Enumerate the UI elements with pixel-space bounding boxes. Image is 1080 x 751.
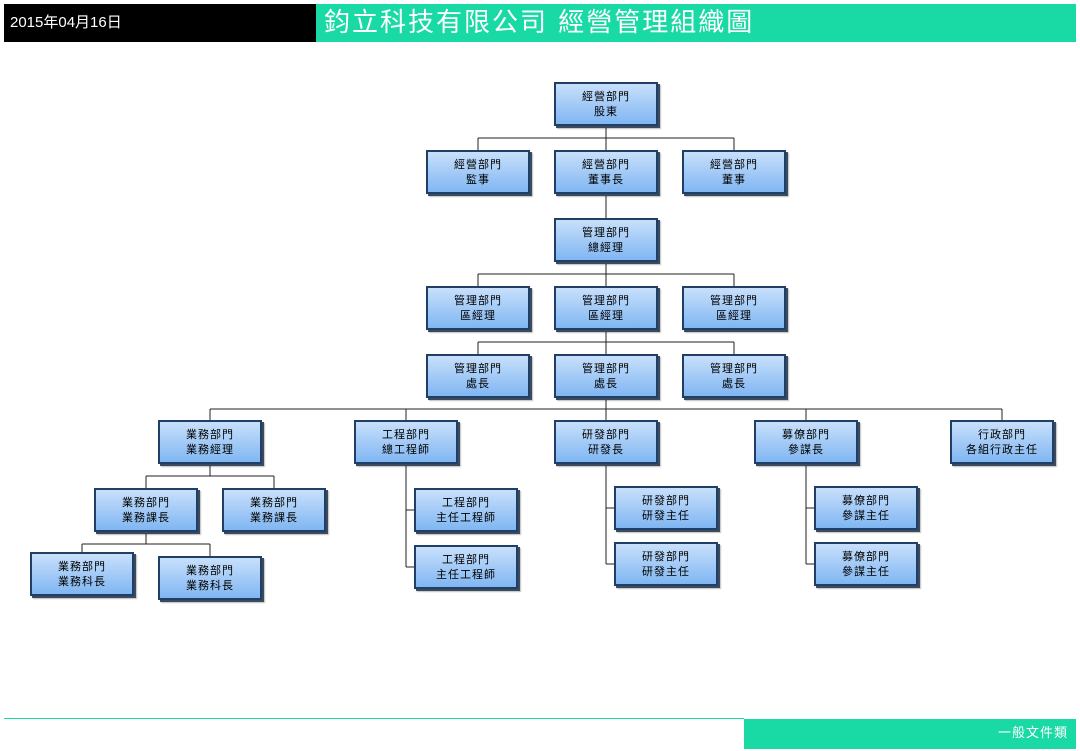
node-title: 研發長 — [588, 443, 624, 456]
node-title: 主任工程師 — [436, 511, 496, 524]
node-dept: 管理部門 — [454, 294, 502, 307]
node-dept: 管理部門 — [582, 294, 630, 307]
node-title: 業務課長 — [122, 511, 170, 524]
org-node-sales-unit-chief: 業務部門 業務科長 — [158, 556, 262, 600]
org-node-senior-engineer: 工程部門 主任工程師 — [414, 545, 518, 589]
node-dept: 經營部門 — [582, 90, 630, 103]
node-dept: 業務部門 — [250, 496, 298, 509]
org-node-regional-manager: 管理部門 區經理 — [682, 286, 786, 330]
org-node-staff-supervisor: 募僚部門 參謀主任 — [814, 542, 918, 586]
node-title: 處長 — [466, 377, 490, 390]
footer-divider — [4, 718, 744, 719]
org-node-senior-engineer: 工程部門 主任工程師 — [414, 488, 518, 532]
org-node-rd-head: 研發部門 研發長 — [554, 420, 658, 464]
footer-label: 一般文件類 — [744, 719, 1076, 749]
node-dept: 業務部門 — [186, 564, 234, 577]
org-node-admin-supervisor: 行政部門 各組行政主任 — [950, 420, 1054, 464]
node-dept: 行政部門 — [978, 428, 1026, 441]
node-title: 研發主任 — [642, 565, 690, 578]
org-node-rd-supervisor: 研發部門 研發主任 — [614, 486, 718, 530]
org-node-chief-engineer: 工程部門 總工程師 — [354, 420, 458, 464]
node-dept: 研發部門 — [642, 550, 690, 563]
node-title: 股東 — [594, 105, 618, 118]
node-title: 各組行政主任 — [966, 443, 1038, 456]
org-node-regional-manager: 管理部門 區經理 — [426, 286, 530, 330]
node-dept: 募僚部門 — [842, 550, 890, 563]
node-dept: 經營部門 — [454, 158, 502, 171]
org-node-sales-unit-chief: 業務部門 業務科長 — [30, 552, 134, 596]
node-dept: 經營部門 — [582, 158, 630, 171]
node-dept: 經營部門 — [710, 158, 758, 171]
node-title: 業務科長 — [186, 579, 234, 592]
org-node-chairman: 經營部門 董事長 — [554, 150, 658, 194]
node-dept: 工程部門 — [382, 428, 430, 441]
node-title: 總經理 — [588, 241, 624, 254]
node-dept: 管理部門 — [582, 226, 630, 239]
node-title: 董事長 — [588, 173, 624, 186]
org-node-shareholders: 經營部門 股東 — [554, 82, 658, 126]
node-title: 參謀長 — [788, 443, 824, 456]
node-dept: 工程部門 — [442, 553, 490, 566]
node-dept: 管理部門 — [582, 362, 630, 375]
node-title: 業務課長 — [250, 511, 298, 524]
org-node-division-director: 管理部門 處長 — [682, 354, 786, 398]
node-title: 董事 — [722, 173, 746, 186]
org-node-division-director: 管理部門 處長 — [554, 354, 658, 398]
org-node-division-director: 管理部門 處長 — [426, 354, 530, 398]
node-title: 業務經理 — [186, 443, 234, 456]
node-dept: 業務部門 — [122, 496, 170, 509]
page-title: 鈞立科技有限公司 經營管理組織圖 — [316, 4, 1076, 42]
org-node-regional-manager: 管理部門 區經理 — [554, 286, 658, 330]
node-title: 區經理 — [460, 309, 496, 322]
node-title: 參謀主任 — [842, 565, 890, 578]
org-node-director: 經營部門 董事 — [682, 150, 786, 194]
node-title: 區經理 — [716, 309, 752, 322]
org-node-general-manager: 管理部門 總經理 — [554, 218, 658, 262]
org-node-sales-section-chief: 業務部門 業務課長 — [94, 488, 198, 532]
org-node-sales-manager: 業務部門 業務經理 — [158, 420, 262, 464]
node-dept: 業務部門 — [58, 560, 106, 573]
node-dept: 業務部門 — [186, 428, 234, 441]
node-title: 總工程師 — [382, 443, 430, 456]
node-title: 監事 — [466, 173, 490, 186]
node-title: 研發主任 — [642, 509, 690, 522]
node-dept: 研發部門 — [582, 428, 630, 441]
node-title: 區經理 — [588, 309, 624, 322]
node-title: 參謀主任 — [842, 509, 890, 522]
node-dept: 募僚部門 — [782, 428, 830, 441]
org-node-rd-supervisor: 研發部門 研發主任 — [614, 542, 718, 586]
node-dept: 管理部門 — [710, 362, 758, 375]
node-dept: 募僚部門 — [842, 494, 890, 507]
org-node-sales-section-chief: 業務部門 業務課長 — [222, 488, 326, 532]
node-title: 業務科長 — [58, 575, 106, 588]
node-title: 主任工程師 — [436, 568, 496, 581]
node-title: 處長 — [594, 377, 618, 390]
node-dept: 管理部門 — [454, 362, 502, 375]
node-dept: 管理部門 — [710, 294, 758, 307]
node-dept: 工程部門 — [442, 496, 490, 509]
org-node-chief-of-staff: 募僚部門 參謀長 — [754, 420, 858, 464]
org-node-staff-supervisor: 募僚部門 參謀主任 — [814, 486, 918, 530]
node-title: 處長 — [722, 377, 746, 390]
org-node-supervisor: 經營部門 監事 — [426, 150, 530, 194]
header-date: 2015年04月16日 — [4, 4, 316, 42]
node-dept: 研發部門 — [642, 494, 690, 507]
